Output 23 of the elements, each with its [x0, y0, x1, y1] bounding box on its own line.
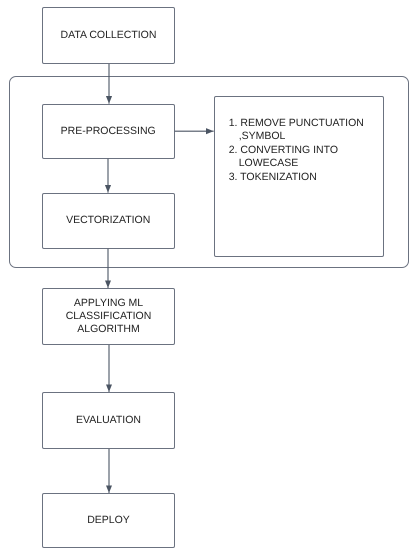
arrow	[174, 128, 214, 134]
arrow	[106, 64, 112, 104]
arrow	[104, 158, 112, 193]
box-label: APPLYING ML CLASSIFICATION ALGORITHM	[64, 296, 152, 336]
box-label: VECTORIZATION	[66, 214, 150, 228]
process-box	[42, 392, 175, 449]
box-label: EVALUATION	[76, 414, 141, 428]
list-item: 1. REMOVE PUNCTUATION ,SYMBOL	[228, 116, 365, 143]
box-label: PRE-PROCESSING	[60, 124, 156, 138]
process-box	[42, 104, 175, 159]
process-box	[42, 493, 175, 548]
list-box	[214, 96, 384, 257]
arrow	[106, 449, 112, 493]
list-item: 2. CONVERTING INTO LOWECASE	[228, 144, 339, 170]
process-box	[42, 192, 175, 249]
group-frame	[9, 76, 409, 268]
process-box	[42, 288, 175, 345]
box-label: DEPLOY	[87, 514, 130, 528]
arrow	[104, 248, 112, 288]
box-label: DATA COLLECTION	[60, 28, 156, 42]
process-box	[42, 7, 175, 64]
list-item: 3. TOKENIZATION	[228, 171, 318, 184]
arrow	[106, 345, 112, 392]
